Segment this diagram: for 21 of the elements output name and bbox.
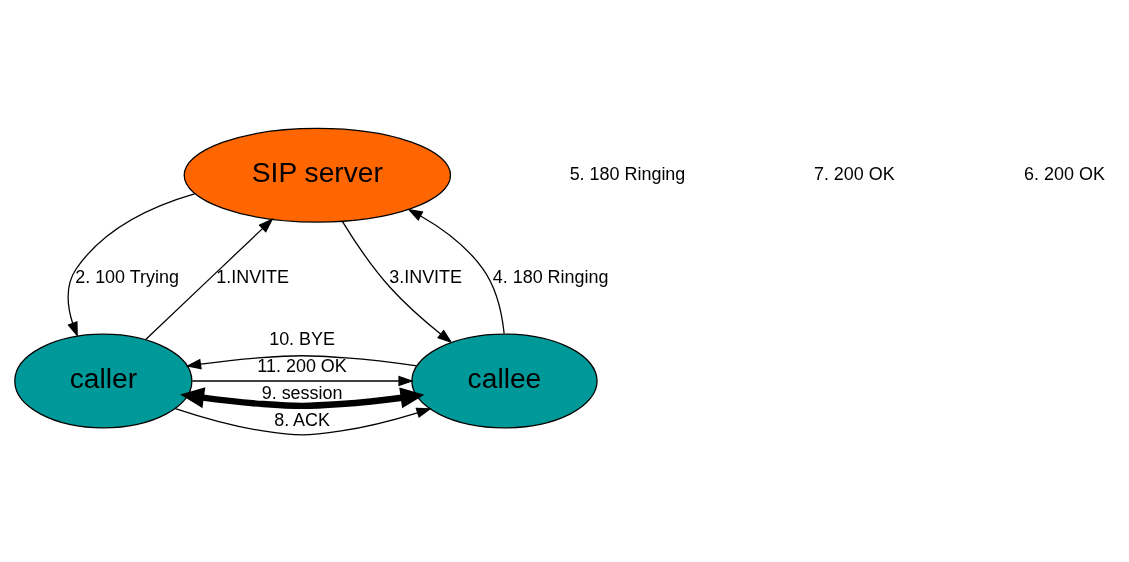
arrow xyxy=(180,386,425,409)
edge-label: 8. ACK xyxy=(274,409,330,430)
edge-label: 1.INVITE xyxy=(216,266,290,287)
arrow xyxy=(185,354,418,369)
edge-label: 9. session xyxy=(261,382,343,403)
label: 7. 200 OK xyxy=(813,163,895,184)
node-ellipse: caller xyxy=(14,333,193,428)
label: 6. 200 OK xyxy=(1024,163,1105,184)
arrow xyxy=(174,407,432,435)
arrow xyxy=(191,375,414,386)
arrow xyxy=(145,217,274,340)
edge-label: 3.INVITE xyxy=(389,266,463,287)
label: 5. 180 Ringing xyxy=(569,163,686,184)
edge-label: 11. 200 OK xyxy=(257,355,347,376)
node-ellipse: callee xyxy=(411,333,598,428)
edge-label: 4. 180 Ringing xyxy=(492,266,609,287)
arrow xyxy=(341,220,453,343)
arrow xyxy=(67,192,196,337)
edge-label: 10. BYE xyxy=(269,328,335,349)
edge-label: 2. 100 Trying xyxy=(75,266,179,287)
arrow xyxy=(407,208,505,334)
